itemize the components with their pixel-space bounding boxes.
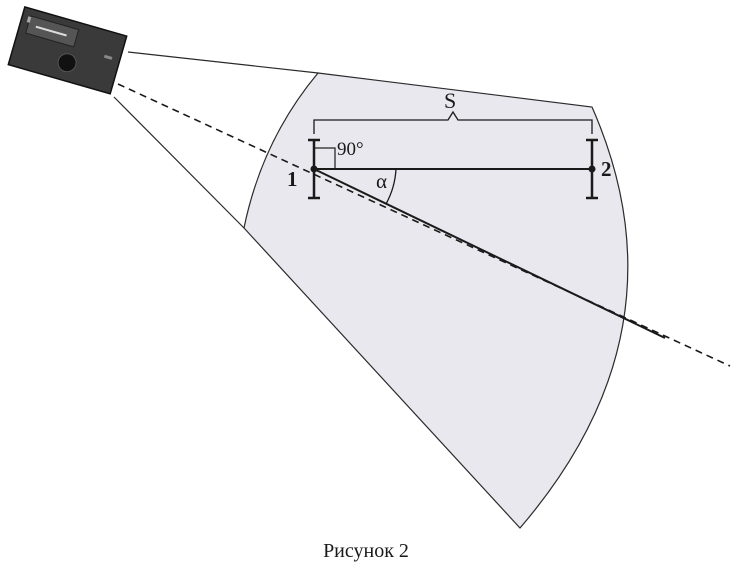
point-2-dot — [588, 165, 596, 173]
point-2-label: 2 — [601, 157, 612, 181]
camera-axis-dashed — [117, 83, 731, 367]
field-of-view-zone — [243, 72, 629, 529]
fov-lower-ray — [113, 96, 245, 229]
distance-label: S — [444, 88, 456, 113]
right-angle-label: 90° — [337, 139, 364, 160]
right-angle-mark — [313, 147, 336, 170]
figure-caption: Рисунок 2 — [323, 540, 409, 562]
angle-arc — [385, 168, 397, 205]
point-1-label: 1 — [287, 167, 298, 191]
measurement-diagram: S 90° α 1 2 — [7, 5, 731, 529]
distance-brace — [313, 110, 593, 134]
fov-upper-ray — [127, 51, 319, 74]
angle-label: α — [376, 169, 387, 193]
camera-icon — [7, 5, 128, 95]
sightline — [313, 168, 666, 339]
